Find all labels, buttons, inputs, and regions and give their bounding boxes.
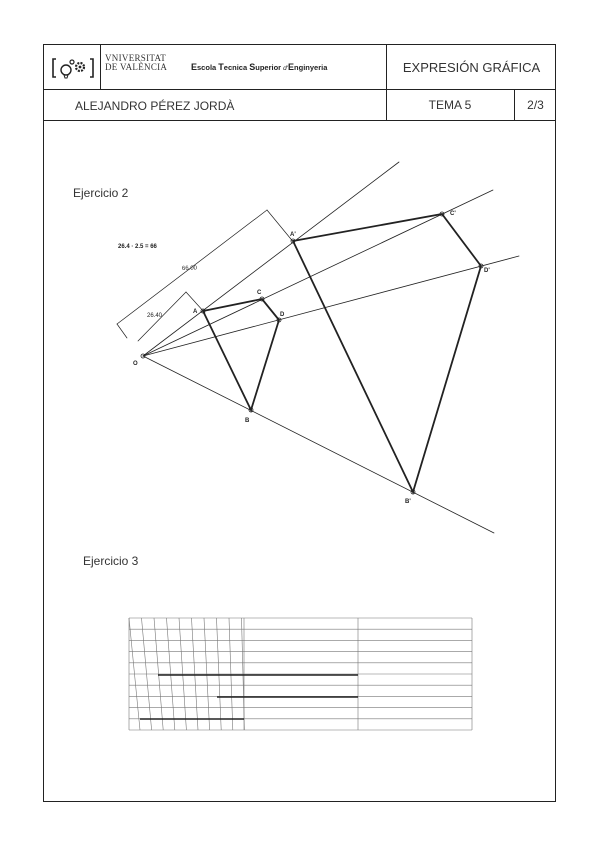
dimension-line-small xyxy=(137,291,187,342)
point-a-label: A xyxy=(193,309,198,315)
ray-oc xyxy=(142,189,494,357)
scale-transversal-line xyxy=(153,617,164,731)
page-number: 2/3 xyxy=(527,98,544,112)
point-d-prime-label: D' xyxy=(484,268,490,274)
ray-oa xyxy=(142,161,400,357)
dimension-66: 66.00 xyxy=(182,265,198,272)
original-figure xyxy=(202,298,281,413)
point-a-prime-label: A' xyxy=(290,232,296,238)
point-d-label: D xyxy=(280,312,285,318)
ray-ob xyxy=(142,355,495,534)
point-markers xyxy=(140,211,484,495)
point-b-label: B xyxy=(245,418,250,424)
logo-gear-icon xyxy=(52,58,94,79)
point-c-label: C xyxy=(257,290,262,296)
extension-line xyxy=(266,209,296,245)
point-b-prime-label: B' xyxy=(405,499,411,505)
scale-transversal-line xyxy=(203,617,210,731)
dimension-line-large xyxy=(116,209,268,325)
exercise-2-title: Ejercicio 2 xyxy=(73,186,129,200)
point-c-prime-label: C' xyxy=(450,211,456,217)
exercise-2-construction xyxy=(116,161,520,534)
course-title: EXPRESIÓN GRÁFICA xyxy=(402,59,541,75)
school-name: Escola Tecnica Superior d'Enginyeria xyxy=(191,62,328,72)
author-name: ALEJANDRO PÉREZ JORDÀ xyxy=(75,99,235,113)
homothetic-figure xyxy=(292,213,482,495)
scale-transversal-line xyxy=(228,617,234,731)
scale-transversal-line xyxy=(216,617,222,731)
title-block-bottom xyxy=(44,120,555,121)
exercise-2-labels: 26.4 · 2.5 = 66 66.00 26.40 O A C D B A'… xyxy=(118,211,490,505)
exercise-3-segments xyxy=(140,674,358,720)
course-divider xyxy=(386,45,387,120)
topic-label: TEMA 5 xyxy=(428,98,472,112)
scale-transversal-line xyxy=(141,617,152,731)
point-o-label: O xyxy=(133,361,138,367)
scale-formula: 26.4 · 2.5 = 66 xyxy=(118,244,158,250)
scale-transversal-line xyxy=(166,617,176,731)
drawing-sheet: VNIVERSITAT DE VALÈNCIA Escola Tecnica S… xyxy=(43,44,556,802)
page-divider xyxy=(514,89,515,120)
scale-transversal-line xyxy=(191,617,199,731)
dimension-26: 26.40 xyxy=(147,313,163,319)
title-block-divider xyxy=(44,89,555,90)
university-name: VNIVERSITAT DE VALÈNCIA xyxy=(105,53,168,72)
university-logo xyxy=(50,55,96,81)
scale-transversal-line xyxy=(178,617,187,731)
exercise-3-title: Ejercicio 3 xyxy=(83,554,139,568)
scale-transversal-line xyxy=(128,617,141,731)
extension-line xyxy=(116,323,128,339)
ray-od xyxy=(142,255,520,357)
logo-divider xyxy=(100,45,101,89)
exercise-3-scale-grid xyxy=(128,617,473,731)
